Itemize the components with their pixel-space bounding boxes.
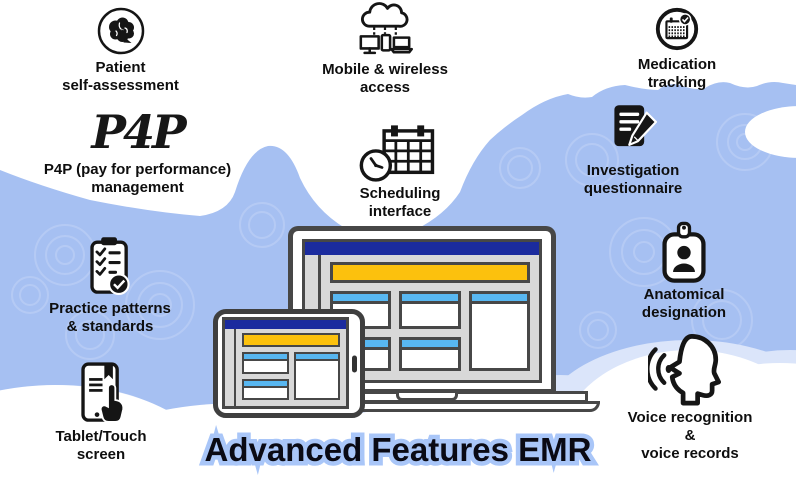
panel-header <box>402 339 458 350</box>
page-title-outline: Advanced Features EMR <box>200 427 596 473</box>
feature-investigation-questionnaire: Investigation questionnaire <box>547 101 719 198</box>
feature-anatomical-designation: Anatomical designation <box>600 221 768 322</box>
feature-tablet-touch-screen: Tablet/Touch screen <box>20 361 182 464</box>
feature-label-line: & <box>684 427 696 444</box>
speaking-head-icon <box>648 333 722 406</box>
laptop-toolbar <box>330 262 530 283</box>
feature-icon-wrap <box>22 233 198 297</box>
p4p-logo: P4P <box>91 105 186 159</box>
brain-icon <box>97 7 144 55</box>
tablet-panels <box>242 352 340 400</box>
panel-header <box>471 294 527 304</box>
feature-label-line: Practice patterns <box>49 300 171 317</box>
feature-label-line: Mobile & wireless <box>322 61 448 78</box>
feature-label-line: Scheduling <box>359 185 441 202</box>
feature-label-line: P4P (pay for performance) <box>43 161 232 178</box>
tablet-illustration <box>213 309 365 418</box>
panel-header <box>402 294 458 304</box>
panel-header <box>333 294 389 304</box>
feature-voice-recognition: Voice recognition & voice records <box>601 332 779 463</box>
feature-icon-wrap <box>547 101 719 159</box>
feature-mobile-wireless-access: Mobile & wireless access <box>296 2 474 97</box>
feature-label-line: designation <box>641 304 727 321</box>
tablet-panel <box>242 352 289 374</box>
feature-icon-wrap <box>592 5 762 53</box>
tablet-panel <box>293 352 340 400</box>
calendar-check-circle-icon <box>655 7 699 51</box>
feature-label-line: Voice recognition <box>627 409 753 426</box>
laptop-panel <box>399 291 461 329</box>
feature-label-line: self-assessment <box>62 77 179 94</box>
feature-label-line: access <box>359 79 411 96</box>
feature-scheduling-interface: Scheduling interface <box>312 124 488 221</box>
page-title-text: Advanced Features EMR <box>204 431 592 468</box>
id-badge-person-icon <box>662 221 706 283</box>
feature-label-line: Investigation <box>586 162 680 179</box>
feature-icon-wrap <box>296 2 474 58</box>
feature-label-line: voice records <box>641 445 739 462</box>
feature-label-line: Tablet/Touch <box>55 428 147 445</box>
feature-label-line: questionnaire <box>583 180 683 197</box>
document-pencil-icon <box>614 105 658 147</box>
panel-header <box>244 380 287 388</box>
feature-label-line: screen <box>76 446 126 463</box>
panel-header <box>244 354 287 361</box>
tablet-toolbar <box>242 333 340 347</box>
feature-label-line: Medication <box>637 56 717 73</box>
tablet-home-button <box>352 355 357 372</box>
calendar-clock-icon <box>359 125 435 182</box>
clipboard-checklist-icon <box>90 237 130 296</box>
feature-practice-patterns-standards: Practice patterns & standards <box>22 233 198 336</box>
feature-label-line: Patient <box>95 59 146 76</box>
tablet-screen <box>222 317 349 409</box>
laptop-base-notch <box>396 393 458 401</box>
page-title: Advanced Features EMR Advanced Features … <box>0 427 796 473</box>
cloud-devices-icon <box>359 2 413 55</box>
feature-icon-wrap <box>312 124 488 182</box>
feature-icon-wrap <box>20 361 182 425</box>
laptop-titlebar <box>305 242 539 255</box>
tablet-titlebar <box>225 320 346 329</box>
tablet-panel <box>242 378 289 400</box>
tablet-main-area <box>236 329 346 406</box>
feature-icon-wrap <box>28 6 213 56</box>
feature-label-line: & standards <box>66 318 154 335</box>
feature-label-line: interface <box>368 203 432 220</box>
panel-header <box>295 354 338 361</box>
feature-medication-tracking: Medication tracking <box>592 5 762 92</box>
tablet-screen-body <box>225 329 346 406</box>
tablet-touch-icon <box>81 362 125 423</box>
laptop-panel <box>468 291 530 371</box>
laptop-panel <box>399 336 461 371</box>
feature-icon-wrap <box>600 221 768 283</box>
feature-patient-self-assessment: Patient self-assessment <box>28 6 213 95</box>
feature-icon-wrap <box>601 332 779 406</box>
white-clouds <box>0 106 796 477</box>
feature-p4p-management: P4P P4P (pay for performance) management <box>30 103 245 197</box>
feature-label-line: Anatomical <box>643 286 725 303</box>
feature-label-line: management <box>91 179 184 196</box>
tablet-sidebar <box>225 329 236 406</box>
feature-label-line: tracking <box>647 74 707 91</box>
